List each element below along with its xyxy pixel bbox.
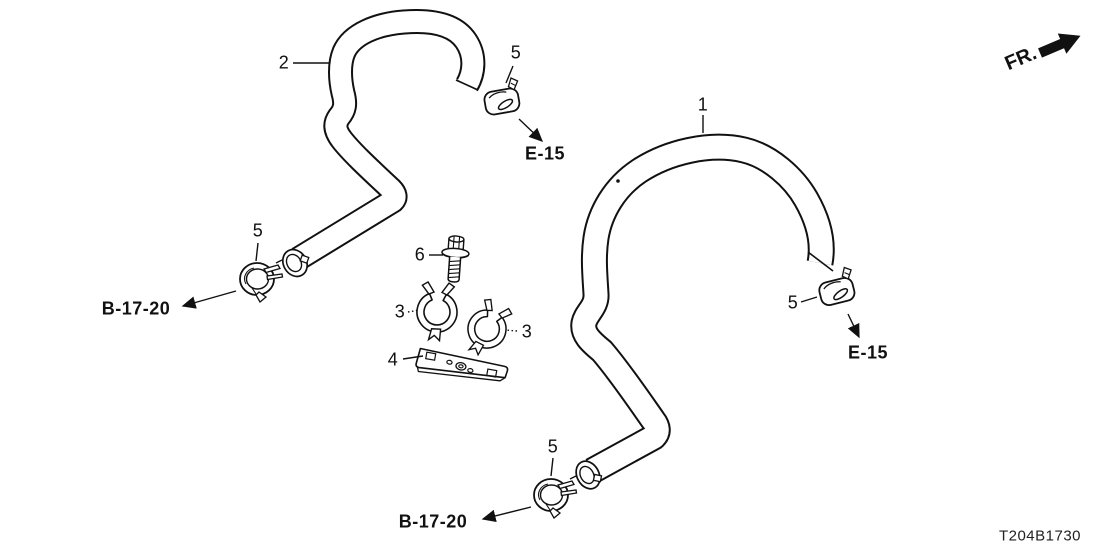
leader-clip-left [407,309,420,313]
arrow-b1720-bottom [481,506,532,523]
ref-label-e15-top: E-15 [524,143,566,164]
clamp-left-drawing [239,259,284,303]
callout-hose-1: 1 [697,94,709,115]
hose-1-mark-dot [616,179,620,183]
arrow-e15-right [847,313,860,339]
callout-bolt: 6 [414,244,426,265]
clamp-top-drawing [480,76,524,117]
leader-clamp-left [255,242,259,262]
callout-clamp-bottom: 5 [547,436,559,457]
diagram-code: T204B1730 [998,527,1082,545]
clip-left-drawing [414,280,460,343]
ref-label-b1720-bottom: B-17-20 [398,511,468,532]
hose-1-drawing [570,133,835,490]
leader-bracket [402,355,424,360]
fr-direction-arrow-icon [1038,33,1081,58]
clamp-bottom-drawing [533,475,578,519]
hose-2-open-end [281,248,310,278]
ref-label-b1720-left: B-17-20 [101,298,171,319]
bolt-drawing [441,235,470,283]
arrow-b1720-left [181,290,237,309]
callout-clamp-left: 5 [252,220,264,241]
leader-clamp-bottom [550,457,554,477]
callout-clip-left: 3 [394,301,406,322]
callout-clip-right: 3 [521,321,533,342]
arrow-e15-top [518,118,544,142]
leader-clamp-top [505,65,514,84]
hose-2-drawing [281,9,486,278]
callout-clamp-top: 5 [510,42,522,63]
hose-1-open-end [575,460,603,490]
callout-bracket: 4 [387,349,399,370]
ref-label-e15-right: E-15 [847,342,889,363]
clip-right-drawing [457,294,518,363]
leader-lines [255,62,818,477]
leader-clip-right [504,329,518,332]
bracket-drawing [415,347,509,382]
callout-clamp-right: 5 [787,292,799,313]
callout-hose-2: 2 [278,52,290,73]
clamp-right-drawing [814,265,859,308]
reference-arrows [181,118,860,523]
leader-clamp-right [800,296,818,303]
